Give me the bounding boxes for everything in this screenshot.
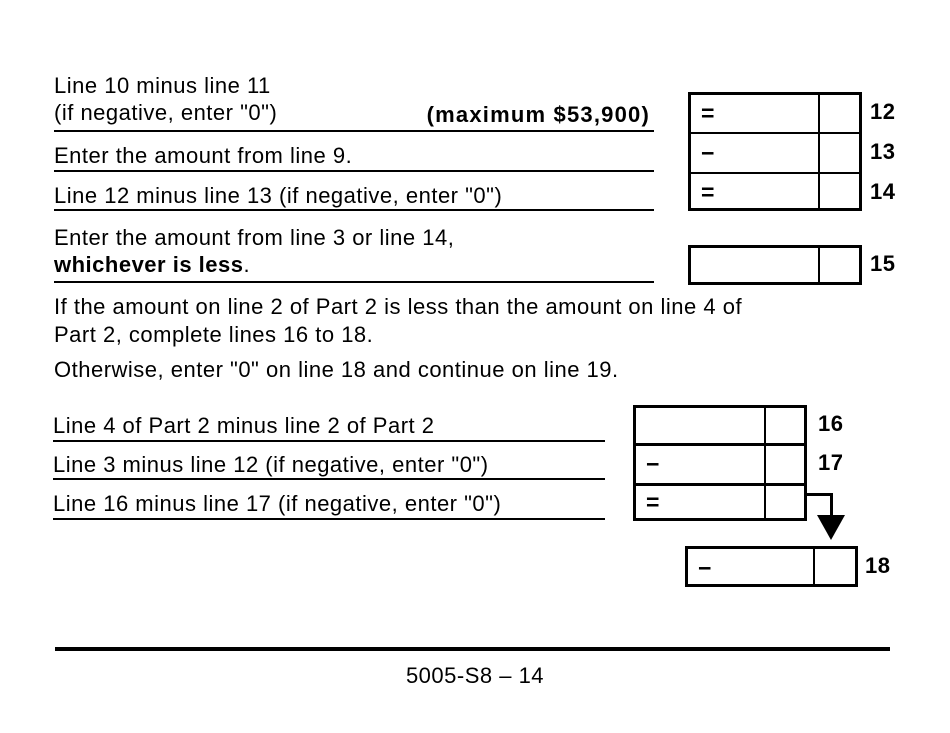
line15-label-row: Enter the amount from line 3 or line 14,… bbox=[54, 222, 654, 283]
minus-sign: − bbox=[646, 451, 660, 477]
row-divider bbox=[691, 171, 859, 174]
minus-sign: − bbox=[698, 555, 712, 581]
line13-label-row: Enter the amount from line 9. bbox=[54, 140, 654, 172]
line14-dollars-field[interactable] bbox=[691, 174, 818, 208]
line16-description: Line 4 of Part 2 minus line 2 of Part 2 bbox=[53, 413, 435, 438]
line12-dollars-field[interactable] bbox=[691, 95, 818, 131]
row-divider bbox=[636, 443, 804, 446]
cents-divider bbox=[818, 248, 820, 282]
instruction-paragraph-2: Otherwise, enter "0" on line 18 and cont… bbox=[54, 357, 619, 382]
cents-divider bbox=[764, 408, 766, 518]
equals-sign: = bbox=[701, 179, 715, 205]
line14-description: Line 12 minus line 13 (if negative, ente… bbox=[54, 183, 503, 208]
line12-number-label: 12 bbox=[870, 99, 896, 124]
minus-sign: − bbox=[701, 140, 715, 166]
line17-label-row: Line 3 minus line 12 (if negative, enter… bbox=[53, 448, 605, 480]
form-page-code: 5005-S8 – 14 bbox=[405, 663, 545, 688]
line15-period: . bbox=[243, 252, 251, 277]
line15-description-line2: whichever is less. bbox=[54, 251, 250, 278]
line15-cents-field[interactable] bbox=[820, 248, 859, 282]
instruction-p1-line2: Part 2, complete lines 16 to 18. bbox=[54, 322, 374, 347]
line13-description: Enter the amount from line 9. bbox=[54, 143, 353, 168]
line16-cents-field[interactable] bbox=[766, 408, 804, 443]
line15-amount-box bbox=[688, 245, 862, 285]
line16-number-label: 16 bbox=[818, 411, 844, 436]
line16-label-row: Line 4 of Part 2 minus line 2 of Part 2 bbox=[53, 409, 605, 442]
lines12-14-amount-boxes: = − = bbox=[688, 92, 862, 211]
line15-bold-phrase: whichever is less bbox=[54, 252, 244, 277]
line15-dollars-field[interactable] bbox=[691, 248, 818, 282]
arrow-vertical-segment bbox=[830, 493, 833, 516]
line14-label-row: Line 12 minus line 13 (if negative, ente… bbox=[54, 180, 654, 211]
line17-description: Line 3 minus line 12 (if negative, enter… bbox=[53, 452, 489, 477]
footer-rule bbox=[55, 647, 890, 651]
line12-description-line2: (if negative, enter "0") bbox=[54, 100, 278, 125]
line15-description-line1: Enter the amount from line 3 or line 14, bbox=[54, 225, 455, 250]
line12-description-line1: Line 10 minus line 11 bbox=[54, 73, 271, 98]
line13-cents-field[interactable] bbox=[820, 134, 859, 171]
row-divider bbox=[691, 131, 859, 134]
row-divider bbox=[636, 483, 804, 486]
line14-number-label: 14 bbox=[870, 179, 896, 204]
result-description: Line 16 minus line 17 (if negative, ente… bbox=[53, 491, 502, 516]
cents-divider bbox=[813, 549, 815, 584]
line12-maximum-note: (maximum $53,900) bbox=[426, 102, 650, 127]
instruction-p1-line1: If the amount on line 2 of Part 2 is les… bbox=[54, 294, 743, 319]
line18-cents-field[interactable] bbox=[815, 549, 855, 584]
line12-cents-field[interactable] bbox=[820, 95, 859, 131]
line18-amount-box: − bbox=[685, 546, 858, 587]
line18-dollars-field[interactable] bbox=[688, 549, 813, 584]
line12-label-row: Line 10 minus line 11 (if negative, ente… bbox=[54, 72, 654, 132]
arrow-head bbox=[817, 515, 845, 540]
line17-cents-field[interactable] bbox=[766, 446, 804, 483]
line14-cents-field[interactable] bbox=[820, 174, 859, 208]
line15-number-label: 15 bbox=[870, 251, 896, 276]
equals-sign: = bbox=[646, 489, 660, 515]
line16-dollars-field[interactable] bbox=[636, 408, 764, 443]
line13-dollars-field[interactable] bbox=[691, 134, 818, 171]
result-cents-field[interactable] bbox=[766, 486, 804, 518]
lines16-17-amount-boxes: − = bbox=[633, 405, 807, 521]
equals-sign: = bbox=[701, 100, 715, 126]
instruction-paragraph-1: If the amount on line 2 of Part 2 is les… bbox=[54, 293, 742, 349]
line17-number-label: 17 bbox=[818, 450, 844, 475]
result-dollars-field[interactable] bbox=[636, 486, 764, 518]
result-label-row: Line 16 minus line 17 (if negative, ente… bbox=[53, 487, 605, 520]
line18-number-label: 18 bbox=[865, 553, 891, 578]
cents-divider bbox=[818, 95, 820, 208]
line17-dollars-field[interactable] bbox=[636, 446, 764, 483]
arrow-horizontal-segment bbox=[805, 493, 833, 496]
line13-number-label: 13 bbox=[870, 139, 896, 164]
